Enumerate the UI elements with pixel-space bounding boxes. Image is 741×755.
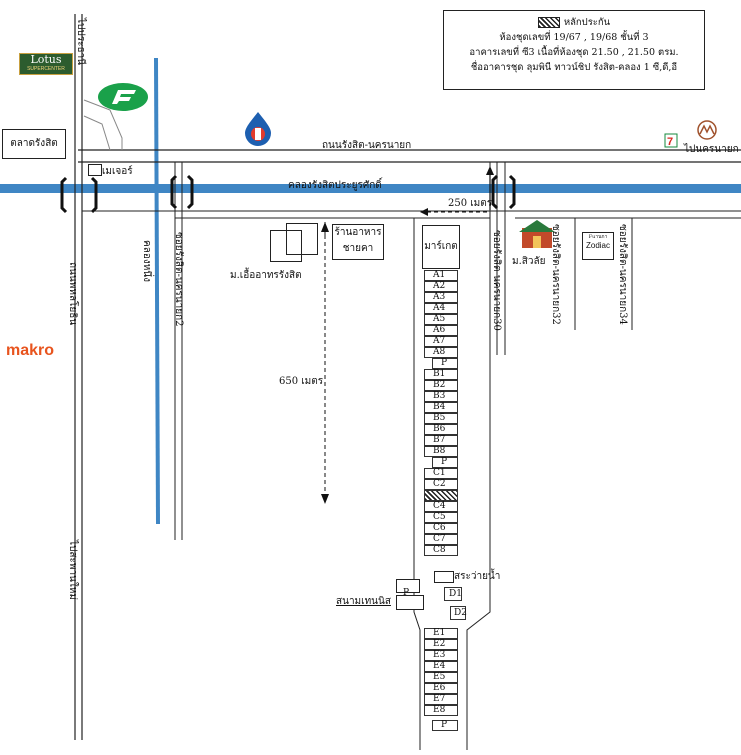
parking-unit: P	[432, 457, 458, 468]
arrow-650m	[321, 222, 329, 504]
building-unit-a1: A1	[424, 270, 458, 281]
building-unit-b5: B5	[424, 413, 458, 424]
building-unit-c7: C7	[424, 534, 458, 545]
building-unit-b4: B4	[424, 402, 458, 413]
distance-650m: 650 เมตร	[279, 376, 324, 387]
lotus-label: Lotus	[30, 53, 62, 66]
legend-hatch-label: หลักประกัน	[563, 17, 611, 28]
arrow-250m	[420, 208, 487, 216]
arrow-north-soi30	[486, 166, 494, 210]
building-unit-e7: E7	[424, 694, 458, 705]
lotus-access-road	[83, 99, 123, 150]
major-icon	[88, 164, 102, 176]
to-pathumthani-label: ไปสะพานใหม่	[67, 540, 78, 600]
soi30-label: ซอยรังสิต-นครนายก30	[491, 230, 502, 331]
university-building-2	[286, 223, 318, 255]
building-unit-b3: B3	[424, 391, 458, 402]
building-unit-a7: A7	[424, 336, 458, 347]
to-prachathani-label: ไปประธานี	[75, 18, 86, 66]
talad-rangsit-box: ตลาดรังสิต	[2, 129, 66, 159]
soi30-west-edge	[413, 218, 421, 750]
building-unit-c1: C1	[424, 468, 458, 479]
restaurant-label-1: ร้านอาหาร	[334, 227, 382, 238]
soi30-east-edge	[466, 162, 491, 750]
pool-box	[434, 571, 454, 583]
main-road-label: ถนนรังสิต-นครนายก	[322, 140, 412, 151]
khlong-nueng-canal	[154, 57, 160, 525]
building-unit-c4: C4	[424, 501, 458, 512]
seven-eleven-logo: 7	[664, 133, 678, 148]
building-unit-b7: B7	[424, 435, 458, 446]
legend-line-1: ห้องชุดเลขที่ 19/67 , 19/68 ชั้นที่ 3	[499, 32, 649, 43]
lotus-logo: Lotus SUPERCENTER	[19, 53, 73, 75]
phahonyothin-label: ถนนพหลโยธิน	[67, 262, 78, 326]
major-label: เมเจอร์	[102, 166, 133, 177]
soi34-label: ซอยรังสิต-นครนายก34	[617, 224, 628, 325]
soi2-label: ซอยรังสิต-นครนายก2	[173, 232, 184, 327]
zodiac-label: Zodiac	[585, 241, 610, 250]
building-unit-e5: E5	[424, 672, 458, 683]
unit-d2: D2	[450, 606, 467, 620]
building-unit-a2: A2	[424, 281, 458, 292]
svg-text:7: 7	[667, 136, 673, 148]
restaurant-box: ร้านอาหาร ชายคา	[332, 224, 384, 260]
khlong-nueng-label: คลองหนึ่ง	[141, 240, 152, 283]
building-unit-b6: B6	[424, 424, 458, 435]
tennis-label: สนามเทนนิส	[336, 596, 391, 607]
ptt-station-logo	[245, 112, 271, 146]
hatch-swatch	[537, 17, 560, 28]
market-box: มาร์เกต	[422, 225, 460, 269]
legend-line-2: อาคารเลขที่ ซี3 เนื้อที่ห้องชุด 21.50 , …	[469, 47, 679, 58]
silu-house-icon	[519, 220, 555, 248]
to-nakhonnayok-label: ไปนครนายก	[684, 144, 739, 155]
building-unit-a8: A8	[424, 347, 458, 358]
building-unit-e4: E4	[424, 661, 458, 672]
pt-station-logo	[98, 83, 148, 111]
building-unit-b2: B2	[424, 380, 458, 391]
building-unit-c2: C2	[424, 479, 458, 490]
building-unit-c5: C5	[424, 512, 458, 523]
building-unit-b8: B8	[424, 446, 458, 457]
distance-250m: 250 เมตร	[448, 198, 493, 209]
nakhonnayok-sign	[697, 120, 717, 140]
building-unit-a4: A4	[424, 303, 458, 314]
bridge-markers	[60, 174, 516, 214]
building-unit-b1: B1	[424, 369, 458, 380]
building-unit-a5: A5	[424, 314, 458, 325]
tennis-parking-box: P	[396, 579, 420, 598]
tennis-court-box	[396, 595, 424, 610]
university-label: ม.เอื้ออาทรรังสิต	[230, 270, 302, 281]
restaurant-label-2: ชายคา	[342, 243, 374, 254]
soi32-label: ซอยรังสิต-นครนายก32	[550, 224, 561, 325]
building-unit-a3: A3	[424, 292, 458, 303]
lotus-sub-label: SUPERCENTER	[27, 66, 65, 72]
silu-label: ม.สิวลัย	[512, 256, 546, 267]
parking-unit: P	[432, 720, 458, 731]
building-unit-a6: A6	[424, 325, 458, 336]
tennis-parking-label: P	[403, 588, 410, 598]
legend-line-3: ชื่ออาคารชุด ลุมพินี ทาวน์ชิป รังสิต-คลอ…	[470, 62, 678, 73]
unit-d1: D1	[444, 587, 462, 601]
zodiac-box: Fuานกา Zodiac	[582, 232, 614, 260]
building-unit-c6: C6	[424, 523, 458, 534]
zodiac-small-label: Fuานกา	[588, 234, 608, 240]
pool-label: สระว่ายน้ำ	[454, 571, 501, 582]
legend-hatch-row: หลักประกัน	[444, 15, 704, 30]
building-unit-e3: E3	[424, 650, 458, 661]
canal-band	[0, 184, 741, 193]
building-unit-e6: E6	[424, 683, 458, 694]
building-unit-e1: E1	[424, 628, 458, 639]
building-unit-e2: E2	[424, 639, 458, 650]
canal-label: คลองรังสิตประยูรศักดิ์	[288, 180, 382, 191]
lotus-access-road-2	[83, 115, 111, 151]
parking-unit: P	[432, 358, 458, 369]
building-unit-c8: C8	[424, 545, 458, 556]
legend-box: หลักประกัน ห้องชุดเลขที่ 19/67 , 19/68 ช…	[443, 10, 705, 90]
makro-logo: makro	[6, 342, 55, 359]
collateral-unit-c3	[424, 490, 458, 501]
building-unit-e8: E8	[424, 705, 458, 716]
